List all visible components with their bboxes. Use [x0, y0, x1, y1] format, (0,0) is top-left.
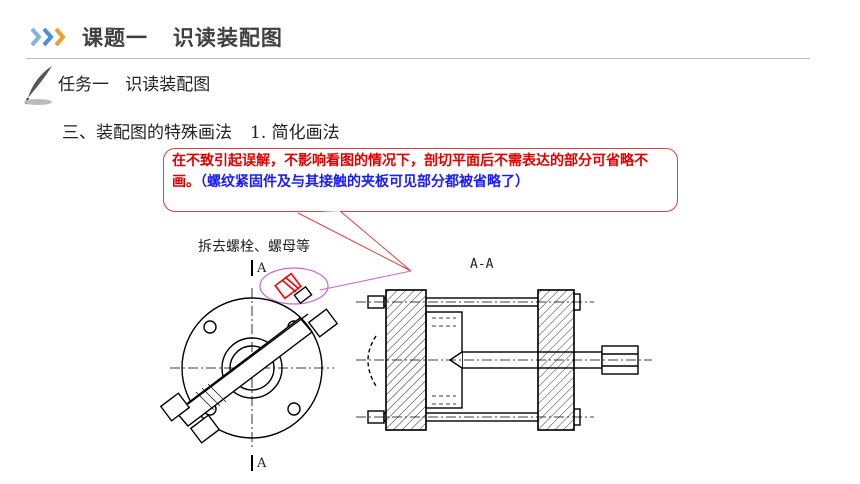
front-view: [159, 288, 339, 450]
triple-chevron-right-icon: [30, 27, 66, 47]
section-mark-top: A: [257, 261, 267, 276]
section-heading: 三、装配图的特殊画法: [62, 123, 232, 143]
callout-text-main: 在不致引起误解，不影响看图的情况下，剖切平面后不需表达的部分可省略不画。: [172, 153, 648, 190]
label-removed-parts: 拆去螺栓、螺母等: [198, 239, 310, 255]
header-divider: [26, 58, 810, 59]
callout-text-note: （螺纹紧固件及与其接触的夹板可见部分都被省略了）: [200, 174, 529, 190]
course-title: 课题一 识读装配图: [82, 26, 283, 50]
section-view: [356, 289, 652, 431]
section-subheading: 1. 简化画法: [250, 123, 340, 143]
quill-pen-icon: [24, 66, 52, 105]
callout-pointer: [297, 210, 412, 272]
callout-pointer-ellipse-line: [319, 270, 412, 291]
section-view-title: A-A: [470, 257, 494, 272]
task-title: 任务一 识读装配图: [58, 75, 211, 95]
section-mark-bottom: A: [257, 456, 267, 471]
callout-note: 在不致引起误解，不影响看图的情况下，剖切平面后不需表达的部分可省略不画。（螺纹紧…: [163, 148, 678, 212]
highlight-ellipse: [259, 267, 329, 305]
removed-bolt-highlight: [274, 272, 302, 300]
section-title: 三、装配图的特殊画法 1. 简化画法: [62, 118, 340, 143]
